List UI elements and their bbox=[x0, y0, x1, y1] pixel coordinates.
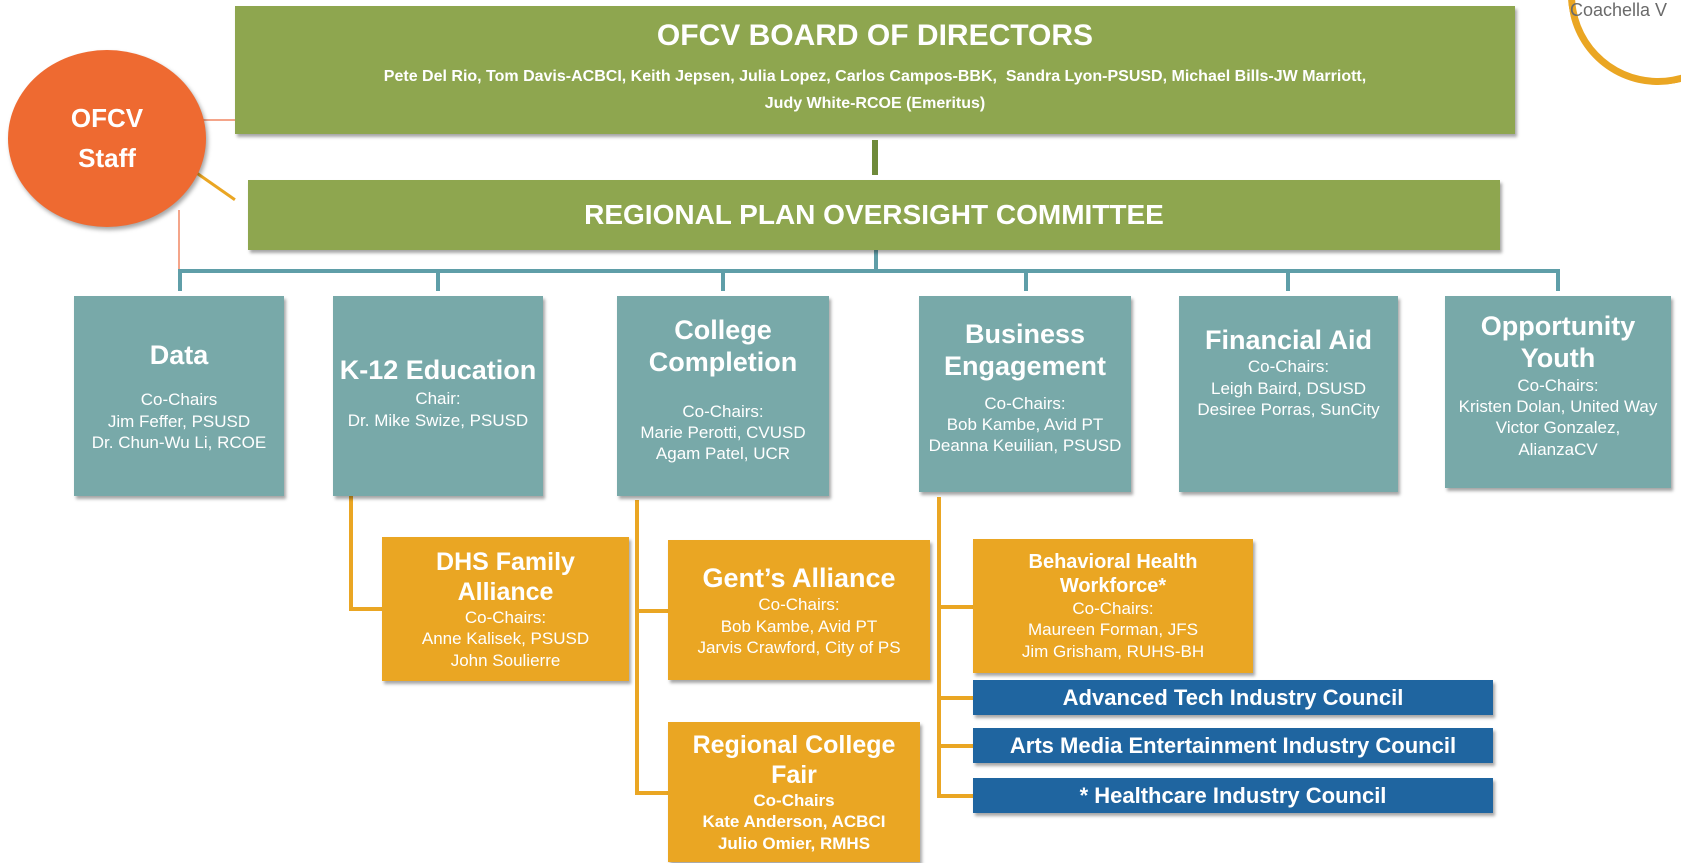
committee-college-completion: College Completion Co-Chairs: Marie Pero… bbox=[617, 296, 829, 496]
committee-name: Deanna Keuilian, PSUSD bbox=[928, 436, 1122, 456]
committee-branch-horizontal bbox=[178, 269, 1560, 273]
subgroup-title-line2: Workforce* bbox=[1059, 575, 1167, 598]
subgroup-name: Julio Omier, RMHS bbox=[717, 833, 871, 853]
branch-drop-financial bbox=[1286, 269, 1290, 291]
k12-dhs-horizontal bbox=[349, 607, 383, 611]
college-sub-vertical bbox=[635, 500, 639, 795]
subgroup-behavioral-health-workforce: Behavioral Health Workforce* Co-Chairs: … bbox=[973, 539, 1253, 673]
subgroup-gents-alliance: Gent’s Alliance Co-Chairs: Bob Kambe, Av… bbox=[668, 540, 930, 680]
council-healthcare: * Healthcare Industry Council bbox=[973, 778, 1493, 813]
committee-name: AlianzaCV bbox=[1518, 439, 1598, 459]
subgroup-dhs-family-alliance: DHS Family Alliance Co-Chairs: Anne Kali… bbox=[382, 537, 629, 681]
college-fair-horizontal bbox=[635, 791, 669, 795]
committee-name: Kristen Dolan, United Way bbox=[1458, 397, 1658, 417]
committee-title-line1: College bbox=[674, 315, 772, 345]
business-council1-horizontal bbox=[937, 696, 973, 700]
logo-text: Coachella V bbox=[1570, 0, 1668, 20]
board-members-line2: Judy White-RCOE (Emeritus) bbox=[764, 95, 986, 112]
board-of-directors-box: OFCV BOARD OF DIRECTORS Pete Del Rio, To… bbox=[235, 6, 1515, 134]
subgroup-title-line1: DHS Family bbox=[436, 548, 575, 577]
staff-data-connector bbox=[178, 210, 180, 272]
subgroup-role: Co-Chairs bbox=[753, 791, 835, 811]
subgroup-name: Anne Kalisek, PSUSD bbox=[421, 629, 590, 649]
committee-k12-education: K-12 Education Chair: Dr. Mike Swize, PS… bbox=[333, 296, 543, 496]
committee-data: Data Co-Chairs Jim Feffer, PSUSD Dr. Chu… bbox=[74, 296, 284, 496]
subgroup-role: Co-Chairs: bbox=[1072, 599, 1154, 619]
committee-name: Dr. Mike Swize, PSUSD bbox=[347, 410, 529, 430]
committee-name: Dr. Chun-Wu Li, RCOE bbox=[91, 432, 267, 452]
committee-title-line2: Engagement bbox=[943, 351, 1107, 382]
committee-name: Jim Feffer, PSUSD bbox=[107, 411, 251, 431]
committee-role: Co-Chairs: bbox=[984, 393, 1066, 413]
board-oversight-connector bbox=[872, 140, 878, 175]
subgroup-role: Co-Chairs: bbox=[758, 595, 840, 615]
k12-dhs-vertical bbox=[349, 496, 353, 610]
subgroup-name: Maureen Forman, JFS bbox=[1027, 620, 1199, 640]
committee-financial-aid: Financial Aid Co-Chairs: Leigh Baird, DS… bbox=[1179, 296, 1398, 492]
committee-opportunity-youth: Opportunity Youth Co-Chairs: Kristen Dol… bbox=[1445, 296, 1671, 488]
committee-role: Co-Chairs: bbox=[1247, 357, 1330, 377]
committee-name: Victor Gonzalez, bbox=[1495, 418, 1621, 438]
oversight-committee-box: REGIONAL PLAN OVERSIGHT COMMITTEE bbox=[248, 180, 1500, 250]
business-sub-vertical bbox=[937, 497, 941, 797]
committee-name: Marie Perotti, CVUSD bbox=[640, 423, 806, 443]
branch-drop-data bbox=[178, 269, 182, 291]
staff-line1: OFCV bbox=[70, 103, 144, 134]
subgroup-name: Jim Grisham, RUHS-BH bbox=[1021, 641, 1205, 661]
committee-title: Financial Aid bbox=[1204, 325, 1373, 355]
subgroup-name: Kate Anderson, ACBCI bbox=[702, 812, 886, 832]
subgroup-title-line2: Fair bbox=[771, 761, 817, 790]
committee-name: Desiree Porras, SunCity bbox=[1197, 399, 1380, 419]
branch-drop-opportunity bbox=[1556, 269, 1560, 291]
subgroup-role: Co-Chairs: bbox=[464, 608, 547, 628]
business-council3-horizontal bbox=[937, 794, 973, 798]
branch-drop-k12 bbox=[436, 269, 440, 291]
council-advanced-tech: Advanced Tech Industry Council bbox=[973, 680, 1493, 715]
branch-drop-college bbox=[721, 269, 725, 291]
committee-role: Co-Chairs: bbox=[682, 401, 764, 421]
college-gents-horizontal bbox=[635, 609, 669, 613]
committee-name: Agam Patel, UCR bbox=[655, 444, 791, 464]
committee-title-line2: Youth bbox=[1520, 343, 1596, 374]
subgroup-title: Gent’s Alliance bbox=[702, 562, 896, 593]
committee-title: Data bbox=[149, 339, 209, 370]
subgroup-regional-college-fair: Regional College Fair Co-Chairs Kate And… bbox=[668, 722, 920, 862]
subgroup-title-line1: Behavioral Health bbox=[1028, 551, 1198, 574]
subgroup-title-line1: Regional College bbox=[692, 731, 896, 760]
committee-title-line2: Completion bbox=[648, 347, 798, 378]
oversight-title: REGIONAL PLAN OVERSIGHT COMMITTEE bbox=[584, 199, 1164, 231]
staff-board-connector bbox=[190, 119, 235, 121]
subgroup-name: Bob Kambe, Avid PT bbox=[720, 616, 878, 636]
oversight-hub-connector bbox=[874, 250, 878, 270]
branch-drop-business bbox=[1024, 269, 1028, 291]
committee-name: Leigh Baird, DSUSD bbox=[1211, 378, 1366, 398]
business-behavioral-horizontal bbox=[937, 605, 973, 609]
council-arts-media-entertainment: Arts Media Entertainment Industry Counci… bbox=[973, 728, 1493, 763]
committee-title-line1: Business bbox=[964, 319, 1086, 349]
committee-title: K-12 Education bbox=[339, 355, 537, 385]
committee-role: Co-Chairs bbox=[140, 390, 218, 410]
committee-role: Co-Chairs: bbox=[1517, 375, 1599, 395]
committee-title-line1: Opportunity bbox=[1480, 311, 1636, 341]
ofcv-staff-circle: OFCV Staff bbox=[8, 50, 206, 227]
business-council2-horizontal bbox=[937, 744, 973, 748]
committee-role: Chair: bbox=[415, 389, 461, 409]
committee-name: Bob Kambe, Avid PT bbox=[946, 415, 1104, 435]
subgroup-name: John Soulierre bbox=[450, 650, 561, 670]
board-members-line1: Pete Del Rio, Tom Davis-ACBCI, Keith Jep… bbox=[383, 68, 1367, 85]
subgroup-name: Jarvis Crawford, City of PS bbox=[697, 637, 901, 657]
committee-business-engagement: Business Engagement Co-Chairs: Bob Kambe… bbox=[919, 296, 1131, 492]
subgroup-title-line2: Alliance bbox=[457, 578, 554, 607]
staff-line2: Staff bbox=[78, 142, 136, 173]
board-title: OFCV BOARD OF DIRECTORS bbox=[656, 19, 1094, 52]
